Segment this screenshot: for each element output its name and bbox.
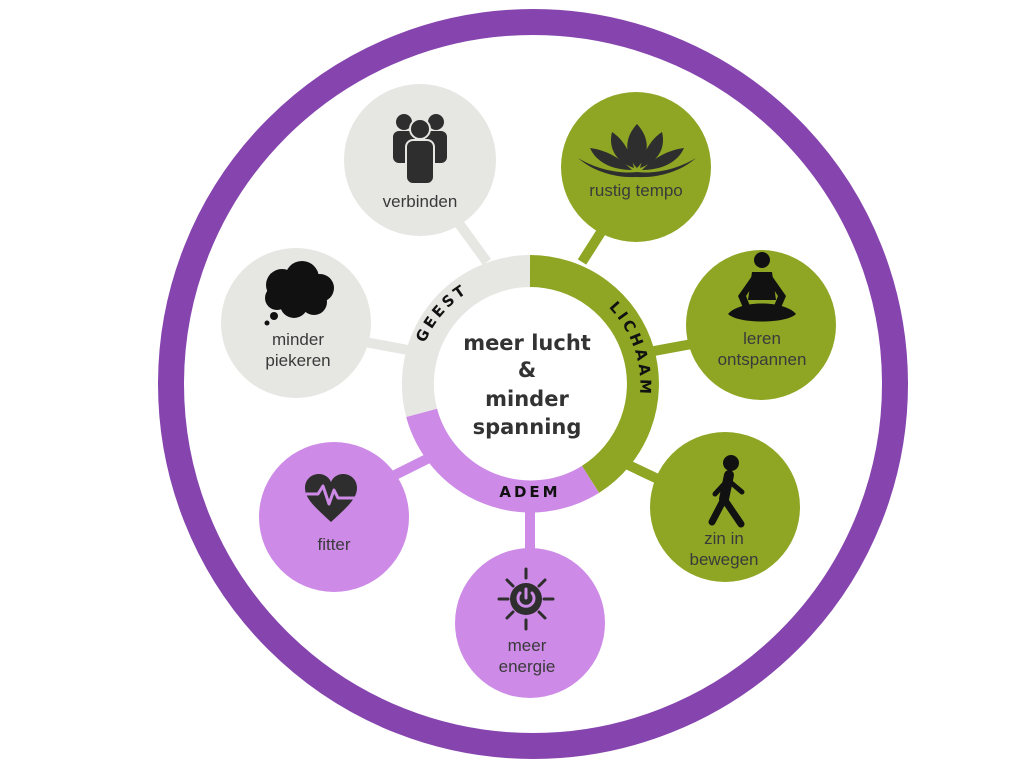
node-label-verbinden: verbinden [383,192,458,211]
node-rustig-tempo: rustig tempo [561,92,711,242]
node-fitter: fitter [259,442,409,592]
connector-leren-ontspannen [653,339,693,356]
lotus-flower-icon [578,124,696,178]
node-zin-in-bewegen: zin in bewegen [650,432,800,582]
ring-label-adem: ADEM [499,483,560,501]
center-line-2: & [518,358,536,382]
thought-cloud-icon [264,261,334,326]
center-ring [401,255,659,513]
node-label-leren-ontspannen-2: ontspannen [718,350,807,369]
node-label-leren-ontspannen-1: leren [743,329,781,348]
center-line-1: meer lucht [463,331,591,355]
node-label-rustig-tempo: rustig tempo [589,181,683,200]
node-label-minder-piekeren-2: piekeren [265,351,330,370]
outer-ring [158,9,908,759]
center-text: meer lucht & minder spanning [463,331,591,439]
power-sun-icon [497,567,555,631]
walking-person-icon [708,455,745,528]
connector-minder-piekeren [364,337,409,355]
segment-lichaam [529,255,659,493]
node-verbinden: verbinden [344,84,496,236]
connector-verbinden [450,215,492,265]
node-meer-energie: meer energie [455,548,605,698]
heartbeat-icon [305,474,357,522]
node-label-meer-energie-1: meer [508,636,547,655]
center-line-3: minder [485,387,569,411]
node-label-meer-energie-2: energie [499,657,556,676]
node-label-zin-in-bewegen-1: zin in [704,529,744,548]
center-disc [434,288,626,480]
node-label-zin-in-bewegen-2: bewegen [689,550,758,569]
meditation-icon [728,252,796,322]
people-group-icon [393,114,447,185]
node-label-fitter: fitter [317,535,350,554]
segment-adem [406,408,599,513]
node-minder-piekeren: minder piekeren [221,248,371,398]
segment-geest [401,255,531,417]
node-label-minder-piekeren-1: minder [272,330,324,349]
center-line-4: spanning [473,415,582,439]
node-leren-ontspannen: leren ontspannen [686,250,836,400]
